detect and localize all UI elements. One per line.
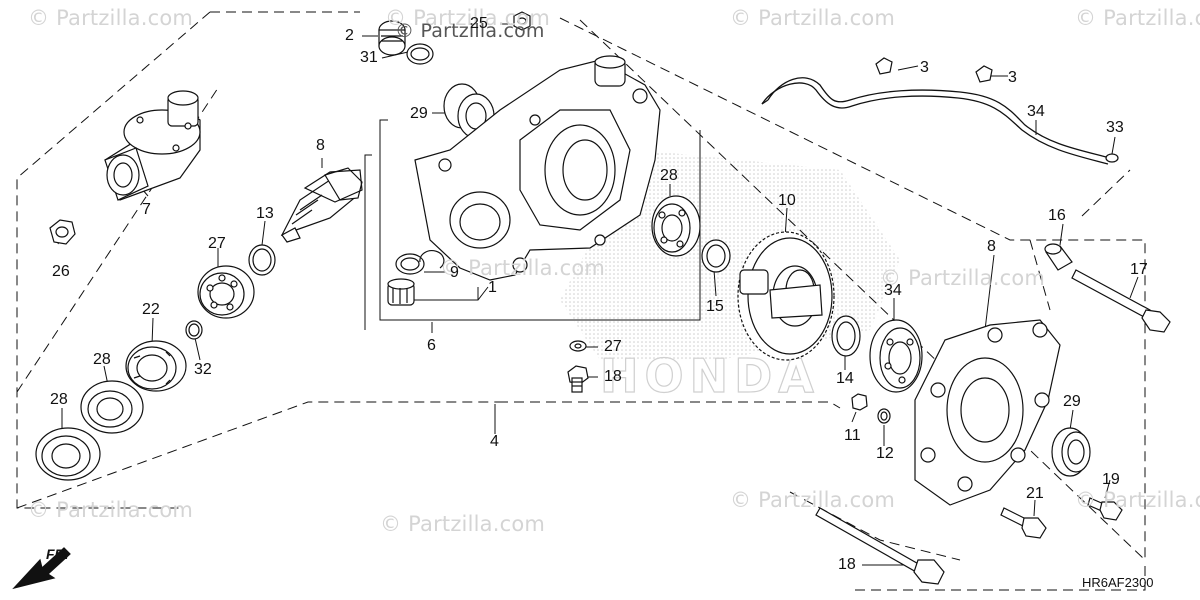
callout-27: 27 [208, 235, 226, 252]
ring-part-31 [185, 320, 203, 340]
callout-8: 9 [450, 264, 459, 281]
callout-6: 7 [142, 201, 151, 218]
callout-32: 33 [1106, 119, 1124, 136]
callout-18: 18 [838, 556, 856, 573]
callout-29-top: 29 [410, 105, 428, 122]
callout-24: 26 [52, 263, 70, 280]
watermark: © Partzilla.com [730, 6, 896, 30]
snap-ring-part-13 [248, 244, 276, 276]
front-arrow-icon [12, 547, 71, 590]
callout-11: 11 [844, 427, 861, 444]
bolt-part-18 [815, 507, 945, 585]
callout-21: 21 [1026, 485, 1044, 502]
callout-22: 22 [142, 301, 160, 318]
callout-15: 15 [706, 298, 724, 315]
callout-23: 25 [470, 15, 488, 32]
watermark: © Partzilla.com [880, 266, 1046, 290]
group-5-bracket [364, 119, 701, 330]
plug-part-11 [851, 393, 868, 411]
needle-bearing-part-1 [387, 278, 415, 306]
o-ring-part-30 [406, 43, 434, 65]
callout-16: 16 [1048, 207, 1066, 224]
callout-20: 19 [1102, 471, 1120, 488]
nut-part-24 [49, 219, 76, 245]
bearing-part-27 [197, 265, 255, 319]
collar-part-16 [1044, 243, 1073, 271]
callout-30: 31 [360, 49, 378, 66]
washer-part-25 [569, 340, 587, 352]
ring-gear-part-10 [737, 231, 835, 361]
watermark: © Partzilla.com [28, 6, 194, 30]
callout-19: 18 [604, 368, 622, 385]
watermark: © Partzilla.com [28, 498, 194, 522]
callout-4: 4 [490, 433, 499, 450]
final-gear-case-part-5 [414, 55, 661, 281]
callout-2: 2 [345, 27, 354, 44]
pinion-gear-part-9 [280, 167, 363, 243]
callout-5: 6 [427, 337, 436, 354]
callout-1: 1 [488, 279, 497, 296]
callout-25: 27 [604, 338, 622, 355]
seal-part-28-b [35, 427, 101, 481]
callout-26: 28 [660, 167, 678, 184]
callout-34: 34 [884, 282, 902, 299]
front-indicator-label: FR. [46, 546, 69, 562]
callout-3-b: 3 [1008, 69, 1017, 86]
bolt-part-17 [1071, 269, 1171, 333]
plug-part-2 [378, 20, 406, 56]
seal-part-28-a [80, 380, 144, 434]
watermark: © Partzilla.com [730, 488, 896, 512]
clip-part-32 [1105, 153, 1119, 163]
clip-part-3-b [975, 65, 993, 83]
bolt-part-20 [1087, 497, 1123, 521]
callout-17: 17 [1130, 261, 1148, 278]
diagram-code: HR6AF2300 [1082, 575, 1154, 590]
watermark-overlay: © Partzilla.com [395, 20, 545, 42]
callout-9: 8 [316, 137, 325, 154]
callout-28-upper: 28 [93, 351, 111, 368]
watermark: © Partzilla.com [440, 256, 606, 280]
watermark: © Partzilla.com [1075, 6, 1200, 30]
snap-ring-part-8 [419, 250, 445, 269]
callout-33: 34 [1027, 103, 1045, 120]
washer-part-12 [877, 408, 891, 424]
callout-3-a: 3 [920, 59, 929, 76]
bolt-part-19 [567, 365, 589, 393]
callout-10: 10 [778, 192, 796, 209]
oil-seal-part-29-b [1051, 427, 1091, 477]
bearing-part-34 [869, 319, 923, 393]
bearing-part-26 [651, 195, 701, 257]
watermark: © Partzilla.com [1075, 488, 1200, 512]
callout-29-right: 29 [1063, 393, 1081, 410]
gear-case-cover-part-7 [914, 319, 1061, 506]
callout-28-lower: 28 [50, 391, 68, 408]
race-part-1 [395, 253, 425, 275]
callout-7: 8 [987, 238, 996, 255]
shim-part-15 [701, 239, 731, 273]
lock-nut-part-22 [125, 340, 187, 392]
clip-part-3-a [875, 57, 893, 75]
bolt-part-21 [1000, 507, 1047, 539]
watermark: © Partzilla.com [380, 512, 546, 536]
callout-31: 32 [194, 361, 212, 378]
flange-hub-part-6 [104, 90, 201, 201]
callout-13: 13 [256, 205, 274, 222]
plug-part-23 [513, 11, 531, 31]
group-boundaries [16, 11, 1146, 591]
callout-12: 12 [876, 445, 894, 462]
shim-part-14 [831, 315, 861, 357]
callout-14: 14 [836, 370, 854, 387]
watermark: © Partzilla.com [385, 6, 551, 30]
breather-hose-part-33 [761, 77, 1111, 165]
